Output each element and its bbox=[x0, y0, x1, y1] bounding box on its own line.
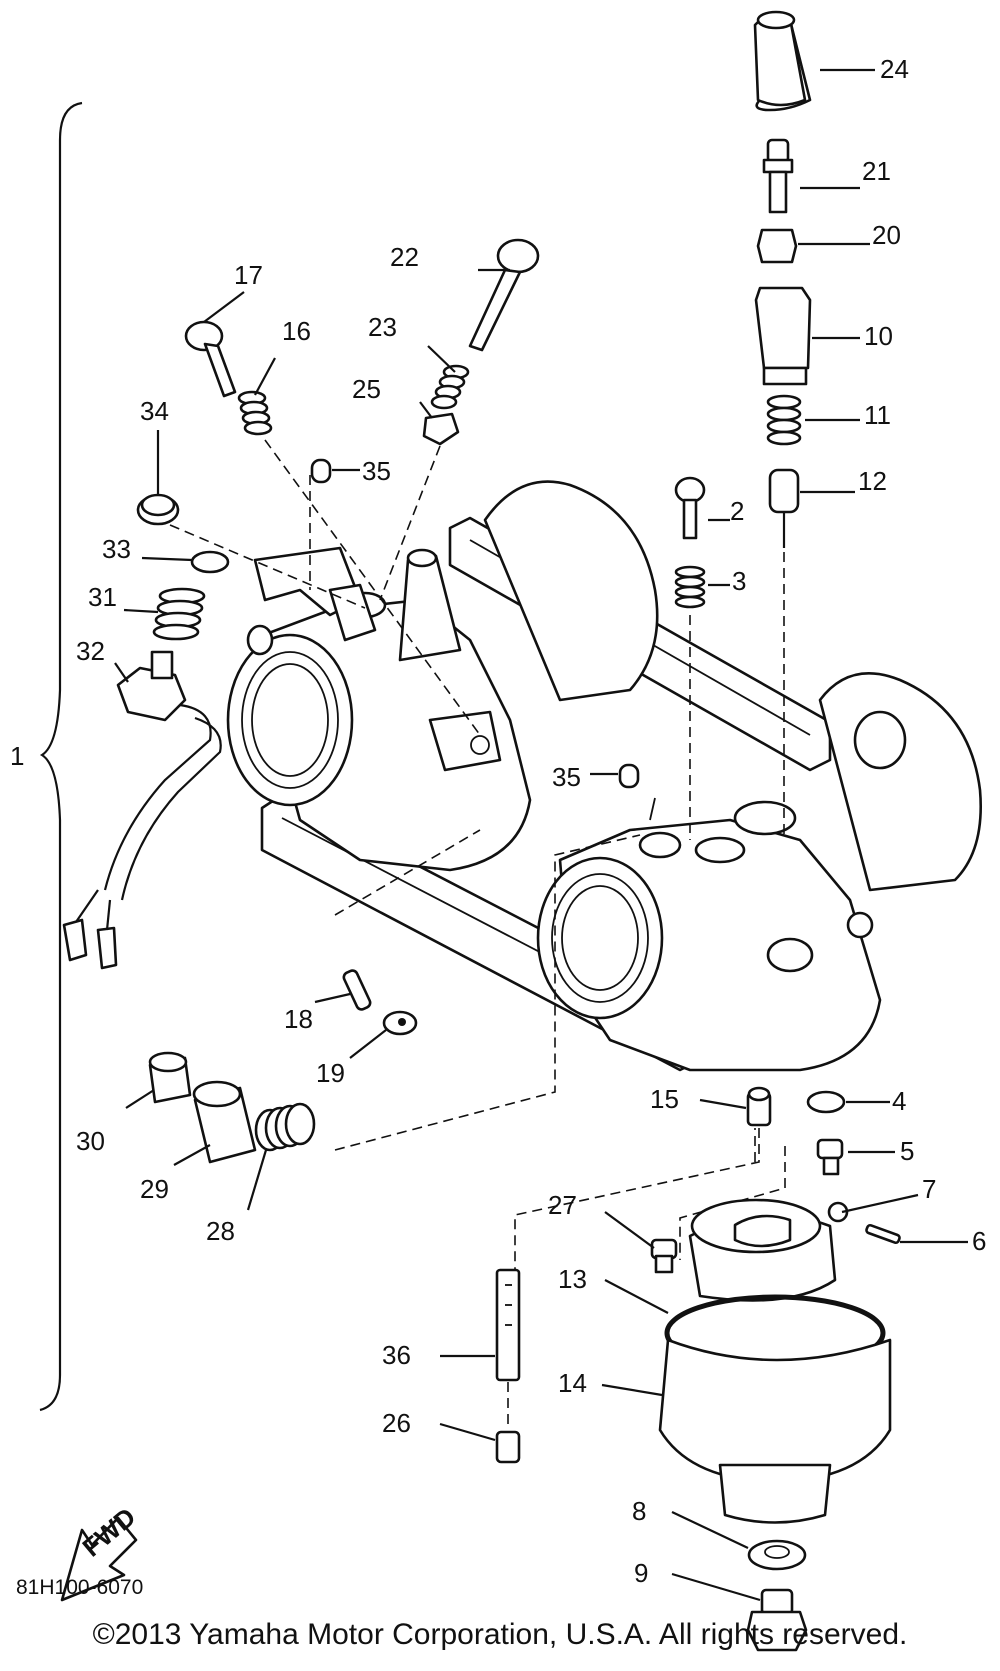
part-11-spring bbox=[766, 394, 802, 446]
drawing-code: 81H100-6070 bbox=[16, 1576, 144, 1599]
callout-2: 2 bbox=[730, 496, 744, 526]
callout-labels: 1 2 3 4 5 6 7 8 9 10 11 12 13 14 15 16 1… bbox=[10, 54, 986, 1588]
part-4-washer bbox=[806, 1090, 846, 1114]
part-22-screw bbox=[468, 238, 540, 352]
callout-35-upper: 35 bbox=[362, 456, 391, 486]
part-26-jet bbox=[495, 1430, 521, 1464]
callout-32: 32 bbox=[76, 636, 105, 666]
part-2-screw bbox=[674, 476, 706, 540]
part-5-screw bbox=[816, 1138, 844, 1176]
callout-11: 11 bbox=[864, 400, 891, 430]
callout-21: 21 bbox=[862, 156, 891, 186]
part-33-washer bbox=[190, 550, 230, 574]
callout-15: 15 bbox=[650, 1084, 679, 1114]
part-3-spring bbox=[674, 565, 706, 609]
part-30-sleeve bbox=[148, 1051, 192, 1104]
part-14-float-bowl bbox=[658, 1338, 892, 1524]
callout-14: 14 bbox=[558, 1368, 587, 1398]
callout-24: 24 bbox=[880, 54, 909, 84]
part-12-plunger bbox=[768, 468, 800, 548]
callout-27: 27 bbox=[548, 1190, 577, 1220]
right-carburetor-body bbox=[536, 710, 907, 1072]
part-19-clip bbox=[382, 1010, 418, 1036]
part-18-pin bbox=[342, 969, 372, 1011]
callout-36: 36 bbox=[382, 1340, 411, 1370]
callout-7: 7 bbox=[922, 1174, 936, 1204]
rear-cover-left bbox=[483, 480, 659, 702]
callout-12: 12 bbox=[858, 466, 887, 496]
part-36-emulsion-tube bbox=[495, 1268, 521, 1382]
callout-6: 6 bbox=[972, 1226, 986, 1256]
assembly-bracket bbox=[39, 101, 83, 1412]
part-29-sleeve bbox=[192, 1080, 257, 1164]
callout-1: 1 bbox=[10, 741, 24, 771]
part-21-fitting bbox=[762, 138, 794, 214]
part-9-drain-plug bbox=[746, 1588, 808, 1652]
callout-34: 34 bbox=[140, 396, 169, 426]
part-15-jet bbox=[746, 1086, 772, 1127]
part-28-spring bbox=[254, 1102, 316, 1152]
part-8-washer bbox=[747, 1539, 807, 1571]
part-35-plug-upper bbox=[310, 458, 332, 484]
callout-26: 26 bbox=[382, 1408, 411, 1438]
part-23-spring bbox=[430, 364, 470, 410]
part-31-spring bbox=[152, 587, 206, 641]
callout-17: 17 bbox=[234, 260, 263, 290]
callout-30: 30 bbox=[76, 1126, 105, 1156]
callout-20: 20 bbox=[872, 220, 901, 250]
callout-9: 9 bbox=[634, 1558, 648, 1588]
rear-cover-right bbox=[818, 672, 982, 892]
callout-33: 33 bbox=[102, 534, 131, 564]
callout-29: 29 bbox=[140, 1174, 169, 1204]
callout-5: 5 bbox=[900, 1136, 914, 1166]
callout-31: 31 bbox=[88, 582, 117, 612]
callout-10: 10 bbox=[864, 321, 893, 351]
left-carburetor-body bbox=[226, 548, 532, 872]
copyright-notice: ©2013 Yamaha Motor Corporation, U.S.A. A… bbox=[92, 1618, 908, 1651]
part-25-washer bbox=[422, 412, 460, 446]
part-16-spring bbox=[237, 390, 273, 436]
part-6-pin bbox=[865, 1223, 901, 1245]
callout-28: 28 bbox=[206, 1216, 235, 1246]
callout-16: 16 bbox=[282, 316, 311, 346]
callout-35-lower: 35 bbox=[552, 762, 581, 792]
callout-23: 23 bbox=[368, 312, 397, 342]
part-35-plug-lower bbox=[618, 763, 640, 789]
part-24-cap bbox=[753, 10, 812, 112]
callout-8: 8 bbox=[632, 1496, 646, 1526]
callout-4: 4 bbox=[892, 1086, 906, 1116]
part-17-screw bbox=[184, 320, 237, 398]
leader-lines bbox=[114, 68, 968, 1602]
part-27-screw bbox=[650, 1238, 678, 1274]
part-32-sensor bbox=[62, 650, 222, 970]
part-20-nut bbox=[756, 228, 798, 264]
callout-18: 18 bbox=[284, 1004, 313, 1034]
part-7-float bbox=[688, 1198, 849, 1302]
callout-22: 22 bbox=[390, 242, 419, 272]
callout-3: 3 bbox=[732, 566, 746, 596]
part-34-cap bbox=[136, 493, 180, 526]
callout-13: 13 bbox=[558, 1264, 587, 1294]
callout-25: 25 bbox=[352, 374, 381, 404]
callout-19: 19 bbox=[316, 1058, 345, 1088]
part-10-housing bbox=[754, 286, 812, 386]
